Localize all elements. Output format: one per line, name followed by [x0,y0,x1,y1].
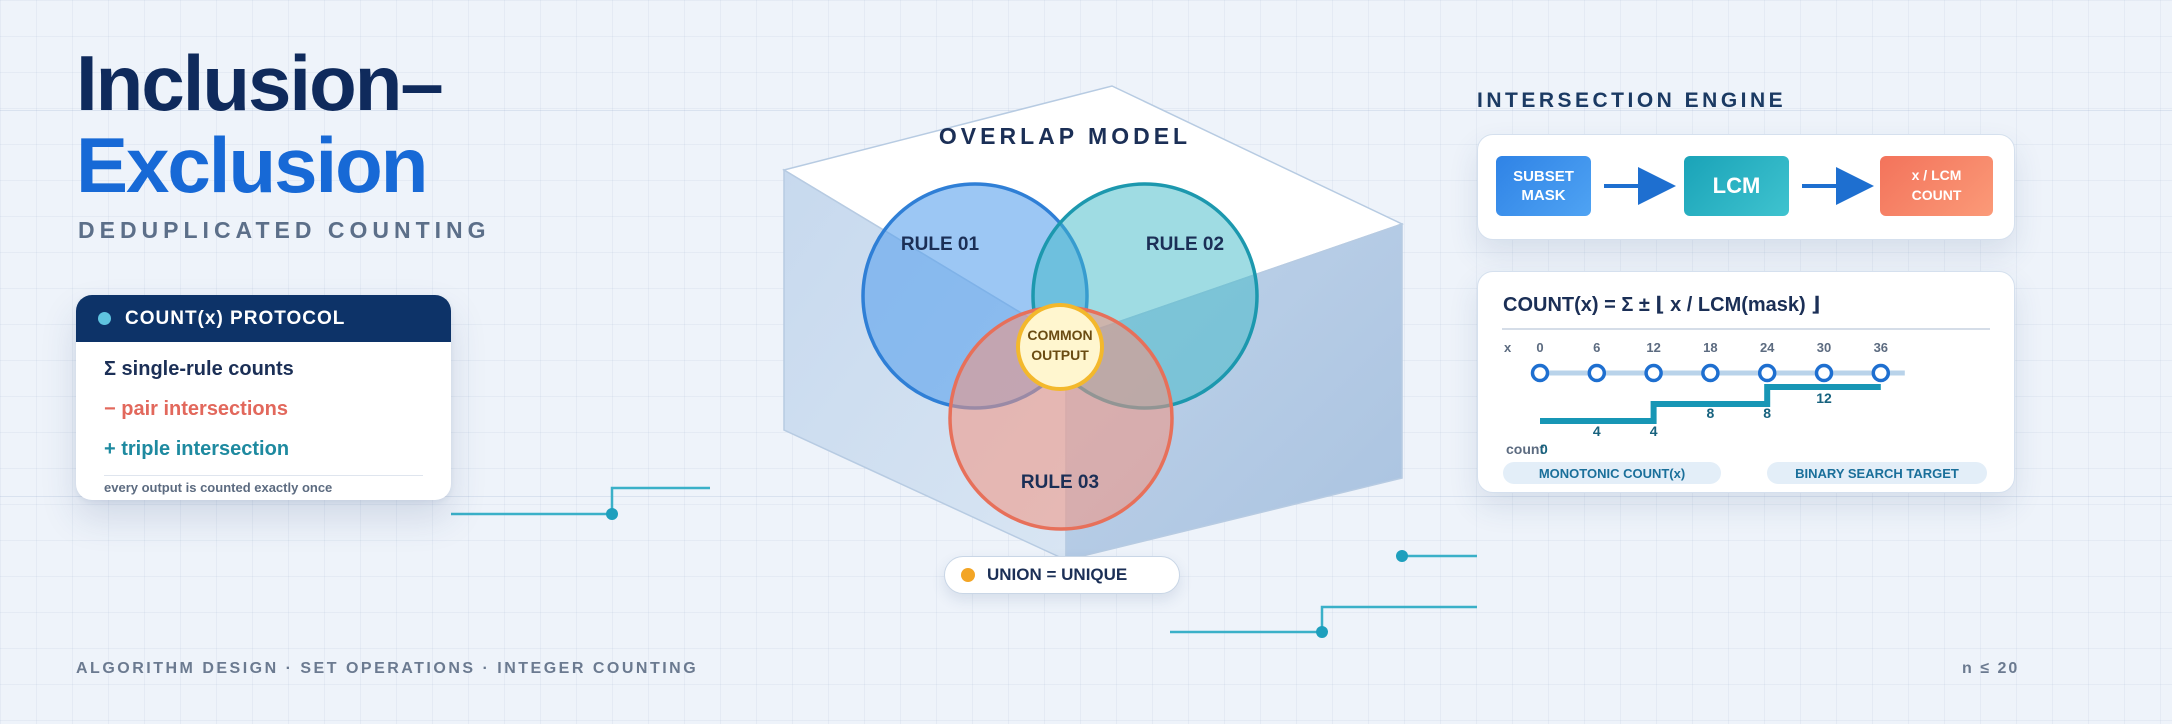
count-value-label: 8 [1763,405,1771,421]
x-tick-label: 12 [1646,340,1660,355]
x-point-marker [1871,363,1891,383]
x-tick-label: 24 [1760,340,1775,355]
protocol-row-single: Σ single-rule counts [104,358,294,380]
union-unique-pill: UNION = UNIQUE [944,556,1180,594]
count-value-label: 4 [1650,423,1658,439]
x-point-marker [1814,363,1834,383]
trace-node-right-long [1316,626,1328,638]
arrow-right-icon [1802,167,1874,205]
protocol-row-pair: − pair intersections [104,398,288,420]
count-value-label: 8 [1707,405,1715,421]
protocol-title: COUNT(x) PROTOCOL [125,307,346,329]
step-count: x / LCM COUNT [1880,156,1993,216]
x-tick-label: 18 [1703,340,1717,355]
count-formula: COUNT(x) = Σ ± ⌊ x / LCM(mask) ⌋ [1503,294,1821,316]
protocol-status-dot-icon [98,312,111,325]
venn-label-rule-01: RULE 01 [901,234,980,255]
count-step-line [1540,384,1881,424]
count-value-label: 4 [1593,423,1601,439]
page-subtitle: DEDUPLICATED COUNTING [78,217,491,243]
step-subset-mask: SUBSET MASK [1496,156,1591,216]
formula-card: COUNT(x) = Σ ± ⌊ x / LCM(mask) ⌋ x count… [1477,271,2015,493]
page-title-line-2: Exclusion [76,121,428,209]
x-point-marker [1701,363,1720,383]
count-step-chart: x count 0 6 12 18 24 30 36 0 4 4 8 8 12 [1504,340,1905,457]
trace-node-right-short [1396,550,1408,562]
trace-right-long [1170,605,1477,634]
trace-left [451,486,710,516]
common-output-label-1: COMMON [1027,327,1092,343]
pipeline-card: SUBSET MASK LCM x / LCM COUNT [1477,134,2015,240]
badge-binary-search: BINARY SEARCH TARGET [1767,462,1987,484]
protocol-divider [104,475,423,476]
protocol-row-triple: + triple intersection [104,438,290,460]
badge-monotonic: MONOTONIC COUNT(x) [1503,462,1721,484]
venn-label-rule-03: RULE 03 [1021,472,1099,493]
x-point-marker [1587,363,1607,383]
trace-node-left [606,508,618,520]
formula-divider [1502,328,1990,330]
count-value-label: 0 [1540,441,1548,457]
count-value-label: 12 [1816,390,1832,406]
step-lcm: LCM [1684,156,1789,216]
x-tick-label: 36 [1874,340,1888,355]
protocol-header: COUNT(x) PROTOCOL [76,295,451,342]
x-point-marker [1530,363,1550,383]
protocol-card: COUNT(x) PROTOCOL Σ single-rule counts −… [76,295,451,500]
union-label: UNION = UNIQUE [987,565,1128,584]
overlap-model-diagram: COMMON OUTPUT RULE 01 RULE 02 RULE 03 [782,85,1404,562]
protocol-note: every output is counted exactly once [104,480,333,495]
arrow-right-icon [1604,167,1676,205]
footer-topics: ALGORITHM DESIGN · SET OPERATIONS · INTE… [76,660,699,677]
x-point-marker [1757,363,1777,383]
common-output-node [1016,303,1104,391]
step-subset-mask-label: SUBSET MASK [1513,167,1574,205]
overlap-model-title: OVERLAP MODEL [938,123,1192,149]
common-output-label-2: OUTPUT [1031,347,1089,363]
x-tick-label: 30 [1817,340,1831,355]
step-lcm-label: LCM [1712,173,1761,198]
engine-heading: INTERSECTION ENGINE [1477,89,1787,112]
footer-constraint: n ≤ 20 [1962,660,2020,677]
x-tick-label: 6 [1593,340,1600,355]
page-title-line-1: Inclusion– [76,39,444,127]
x-tick-label: 0 [1536,340,1543,355]
venn-label-rule-02: RULE 02 [1146,234,1224,255]
x-axis-label: x [1504,340,1512,355]
union-dot-icon [961,568,975,582]
x-point-marker [1644,363,1663,383]
count-axis-label: count [1506,441,1544,457]
step-count-label: x / LCM COUNT [1911,167,1962,203]
